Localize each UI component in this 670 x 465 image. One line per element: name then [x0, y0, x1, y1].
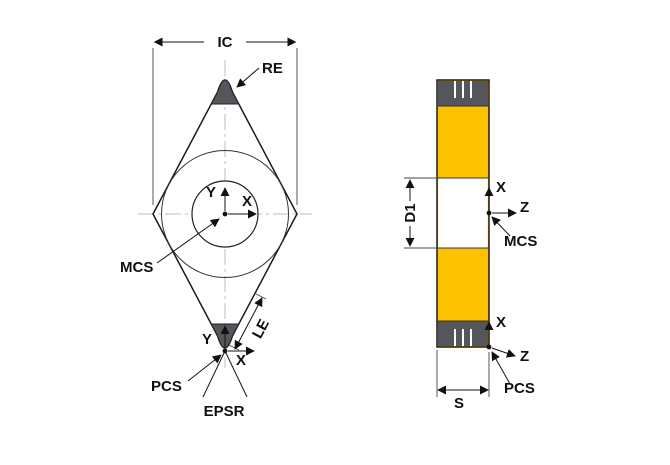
le-extension-lower — [228, 344, 240, 351]
pcs-label: PCS — [151, 378, 182, 395]
ic-dimension-label: IC — [218, 34, 233, 51]
mcs-leader-line — [156, 218, 220, 264]
re-label: RE — [262, 60, 283, 77]
nose-tip-top — [210, 79, 240, 105]
re-leader-line — [236, 67, 260, 88]
le-dimension-line — [234, 297, 263, 350]
s-dimension-label: S — [454, 395, 464, 412]
side-pcs-z-axis-arrow — [491, 347, 516, 358]
d1-dimension-label: D1 — [402, 203, 419, 222]
side-mcs-leader-line — [491, 216, 511, 237]
le-extension-upper — [255, 293, 267, 300]
side-mcs-z-axis-label: Z — [520, 199, 529, 216]
side-top-groove-lines — [454, 81, 472, 98]
side-mcs-label: MCS — [504, 233, 537, 250]
le-dimension-label: LE — [249, 316, 273, 341]
side-bottom-groove-lines — [454, 329, 472, 346]
front-view: IC RE Y X MCS LE Y X PCS EPSR — [120, 34, 312, 420]
pcs-y-axis-label: Y — [202, 331, 212, 348]
side-pcs-leader-line — [491, 351, 511, 385]
pcs-leader-line — [187, 354, 222, 382]
mcs-x-axis-label: X — [242, 193, 252, 210]
side-pcs-z-axis-label: Z — [520, 348, 529, 365]
side-mcs-x-axis-label: X — [496, 179, 506, 196]
side-hole-band — [438, 178, 488, 248]
pcs-x-axis-label: X — [236, 352, 246, 369]
mcs-y-axis-label: Y — [206, 184, 216, 201]
side-pcs-label: PCS — [504, 380, 535, 397]
side-pcs-origin-dot — [486, 344, 492, 350]
epsr-label: EPSR — [204, 403, 245, 420]
side-mcs-origin-dot — [486, 210, 492, 216]
mcs-origin-dot — [222, 211, 228, 217]
epsr-angle-line-left — [202, 350, 226, 398]
mcs-label: MCS — [120, 259, 153, 276]
epsr-angle-line-right — [224, 350, 248, 398]
side-view: D1 X Z MCS X Z PCS S — [402, 79, 537, 412]
side-pcs-x-axis-label: X — [496, 314, 506, 331]
inscribed-circle — [161, 150, 289, 278]
